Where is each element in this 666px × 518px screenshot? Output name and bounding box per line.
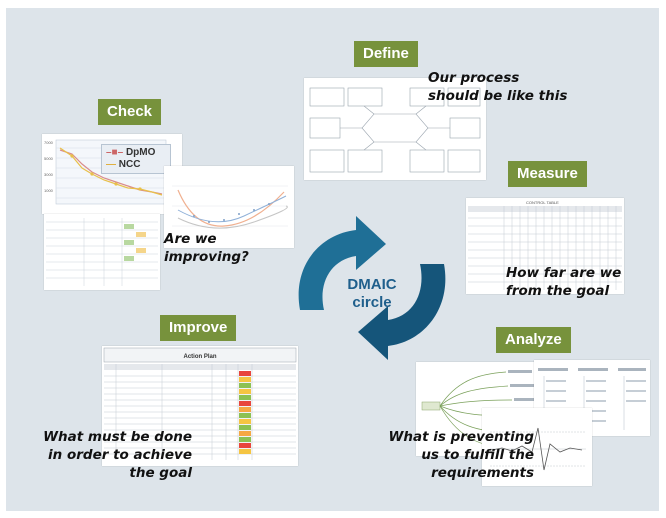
improve-action-plan-thumbnail: Action Plan [102, 346, 298, 466]
analyze-control-chart-thumbnail [482, 408, 592, 486]
svg-text:1000: 1000 [44, 188, 54, 193]
check-caption: Are we improving? [164, 230, 249, 266]
dmaic-circle-label: DMAIC circle [324, 276, 420, 312]
control-table-title: CONTROL TABLE [526, 200, 559, 205]
analyze-tag: Analyze [496, 327, 571, 353]
check-table-graphic [44, 214, 160, 290]
check-scatter-thumbnail [164, 166, 294, 248]
define-caption-line1: Our process [428, 70, 520, 86]
measure-caption-line2: from the goal [506, 283, 610, 299]
measure-table-thumbnail: CONTROL TABLE [466, 198, 624, 294]
improve-action-plan: Action Plan [102, 346, 298, 466]
legend-item-ncc: — NCC [106, 159, 141, 170]
dmaic-cycle-arrows [298, 216, 446, 360]
analyze-caption-line2: us to fulfill the [421, 447, 534, 463]
analyze-tree-diagram [534, 360, 650, 436]
define-caption-line2: should be like this [428, 88, 568, 104]
analyze-caption-line3: requirements [431, 465, 534, 481]
measure-caption: How far are we from the goal [506, 264, 621, 300]
measure-control-table: CONTROL TABLE [466, 198, 624, 294]
svg-text:5000: 5000 [44, 156, 54, 161]
improve-caption-line1: What must be done [43, 429, 192, 445]
check-tag: Check [98, 99, 162, 125]
improve-caption: What must be done in order to achieve th… [32, 428, 192, 482]
measure-caption-line1: How far are we [506, 265, 622, 281]
center-label-line1: DMAIC [347, 276, 397, 293]
diagram-canvas: 7000 5000 3000 1000 –■– DpMO — NCC [6, 8, 659, 511]
analyze-caption: What is preventing us to fulfill the req… [374, 428, 534, 482]
analyze-control-chart [482, 408, 592, 486]
center-label-line2: circle [352, 294, 392, 311]
define-map-thumbnail [304, 78, 486, 180]
lower-cycle-arrow [358, 264, 446, 360]
define-caption: Our process should be like this [428, 69, 567, 105]
improve-caption-line3: the goal [129, 465, 192, 481]
svg-text:7000: 7000 [44, 140, 54, 145]
check-table-thumbnail [44, 214, 160, 290]
action-plan-title: Action Plan [183, 354, 216, 360]
define-process-map [304, 78, 486, 180]
improve-caption-line2: in order to achieve [48, 447, 192, 463]
check-caption-line2: improving? [164, 249, 249, 265]
check-scatter-chart [164, 166, 294, 248]
measure-tag: Measure [508, 161, 587, 187]
define-tag: Define [354, 41, 418, 67]
svg-text:3000: 3000 [44, 172, 54, 177]
check-chart-legend: –■– DpMO — NCC [101, 144, 171, 174]
improve-tag: Improve [160, 315, 237, 341]
legend-item-dpmo: –■– DpMO [106, 147, 156, 158]
upper-cycle-arrow [298, 216, 386, 310]
analyze-caption-line1: What is preventing [388, 429, 534, 445]
check-caption-line1: Are we [164, 231, 217, 247]
